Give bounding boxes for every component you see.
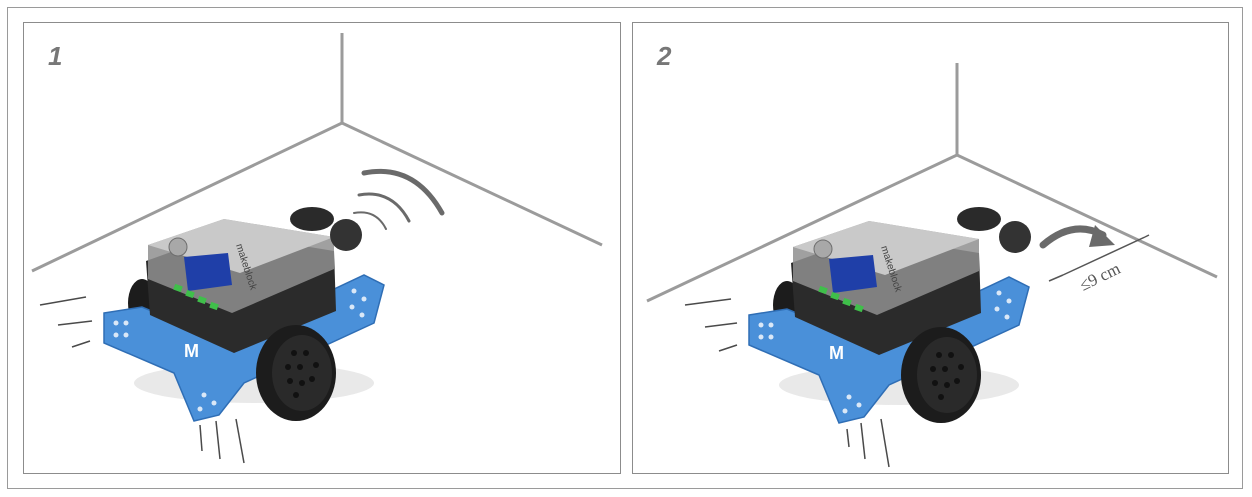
ultrasonic-wave-icon <box>353 168 445 230</box>
distance-label: ≤9 cm <box>1076 259 1123 295</box>
led-strip <box>173 283 219 311</box>
room-corner <box>31 33 603 273</box>
turn-arrow-icon <box>1039 225 1115 249</box>
robot: makeblock M <box>748 207 1031 424</box>
led-strip <box>818 285 864 313</box>
panel-2: 2 ≤9 cm <box>632 22 1229 474</box>
panel-number: 1 <box>48 41 63 71</box>
scene-turn-at-wall: ≤9 cm <box>646 63 1218 468</box>
figure-frame <box>7 7 1243 489</box>
panel-number: 2 <box>657 41 672 71</box>
distance-bracket <box>1048 234 1150 282</box>
robot: makeblock M <box>103 207 385 422</box>
motion-lines <box>684 298 890 468</box>
scene-wall-approach: makeblock M <box>31 33 603 464</box>
panel-1: 1 <box>23 22 621 474</box>
room-corner <box>646 63 1218 303</box>
motion-lines <box>39 296 245 464</box>
svg-text:M: M <box>829 343 844 363</box>
svg-text:M: M <box>184 341 199 361</box>
